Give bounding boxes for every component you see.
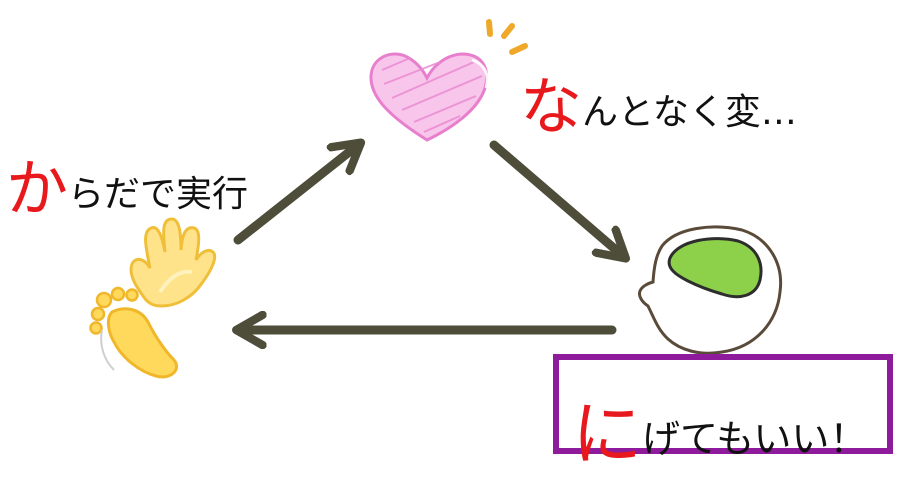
label-ok-to-run-away: にげてもいい！ (572, 378, 867, 479)
arrow-body-to-heart (233, 145, 358, 245)
label-do-with-body-rest: らだで実行 (68, 174, 249, 215)
label-feels-strange-rest: んとなく変… (582, 92, 797, 133)
head-brain-icon (638, 225, 783, 355)
label-ok-to-run-away-first-char: に (572, 393, 642, 475)
label-do-with-body-first-char: か (6, 152, 69, 225)
label-feels-strange: なんとなく変… (520, 56, 797, 146)
label-ok-to-run-away-rest: げてもいい！ (642, 417, 868, 461)
arrow-heart-to-head (489, 140, 623, 256)
hand-and-foot-icon (89, 217, 217, 379)
label-do-with-body: からだで実行 (6, 138, 248, 228)
cycle-diagram (89, 19, 783, 379)
heart-icon (369, 19, 528, 142)
label-feels-strange-first-char: な (520, 70, 583, 143)
escape-callout-box (553, 354, 893, 454)
